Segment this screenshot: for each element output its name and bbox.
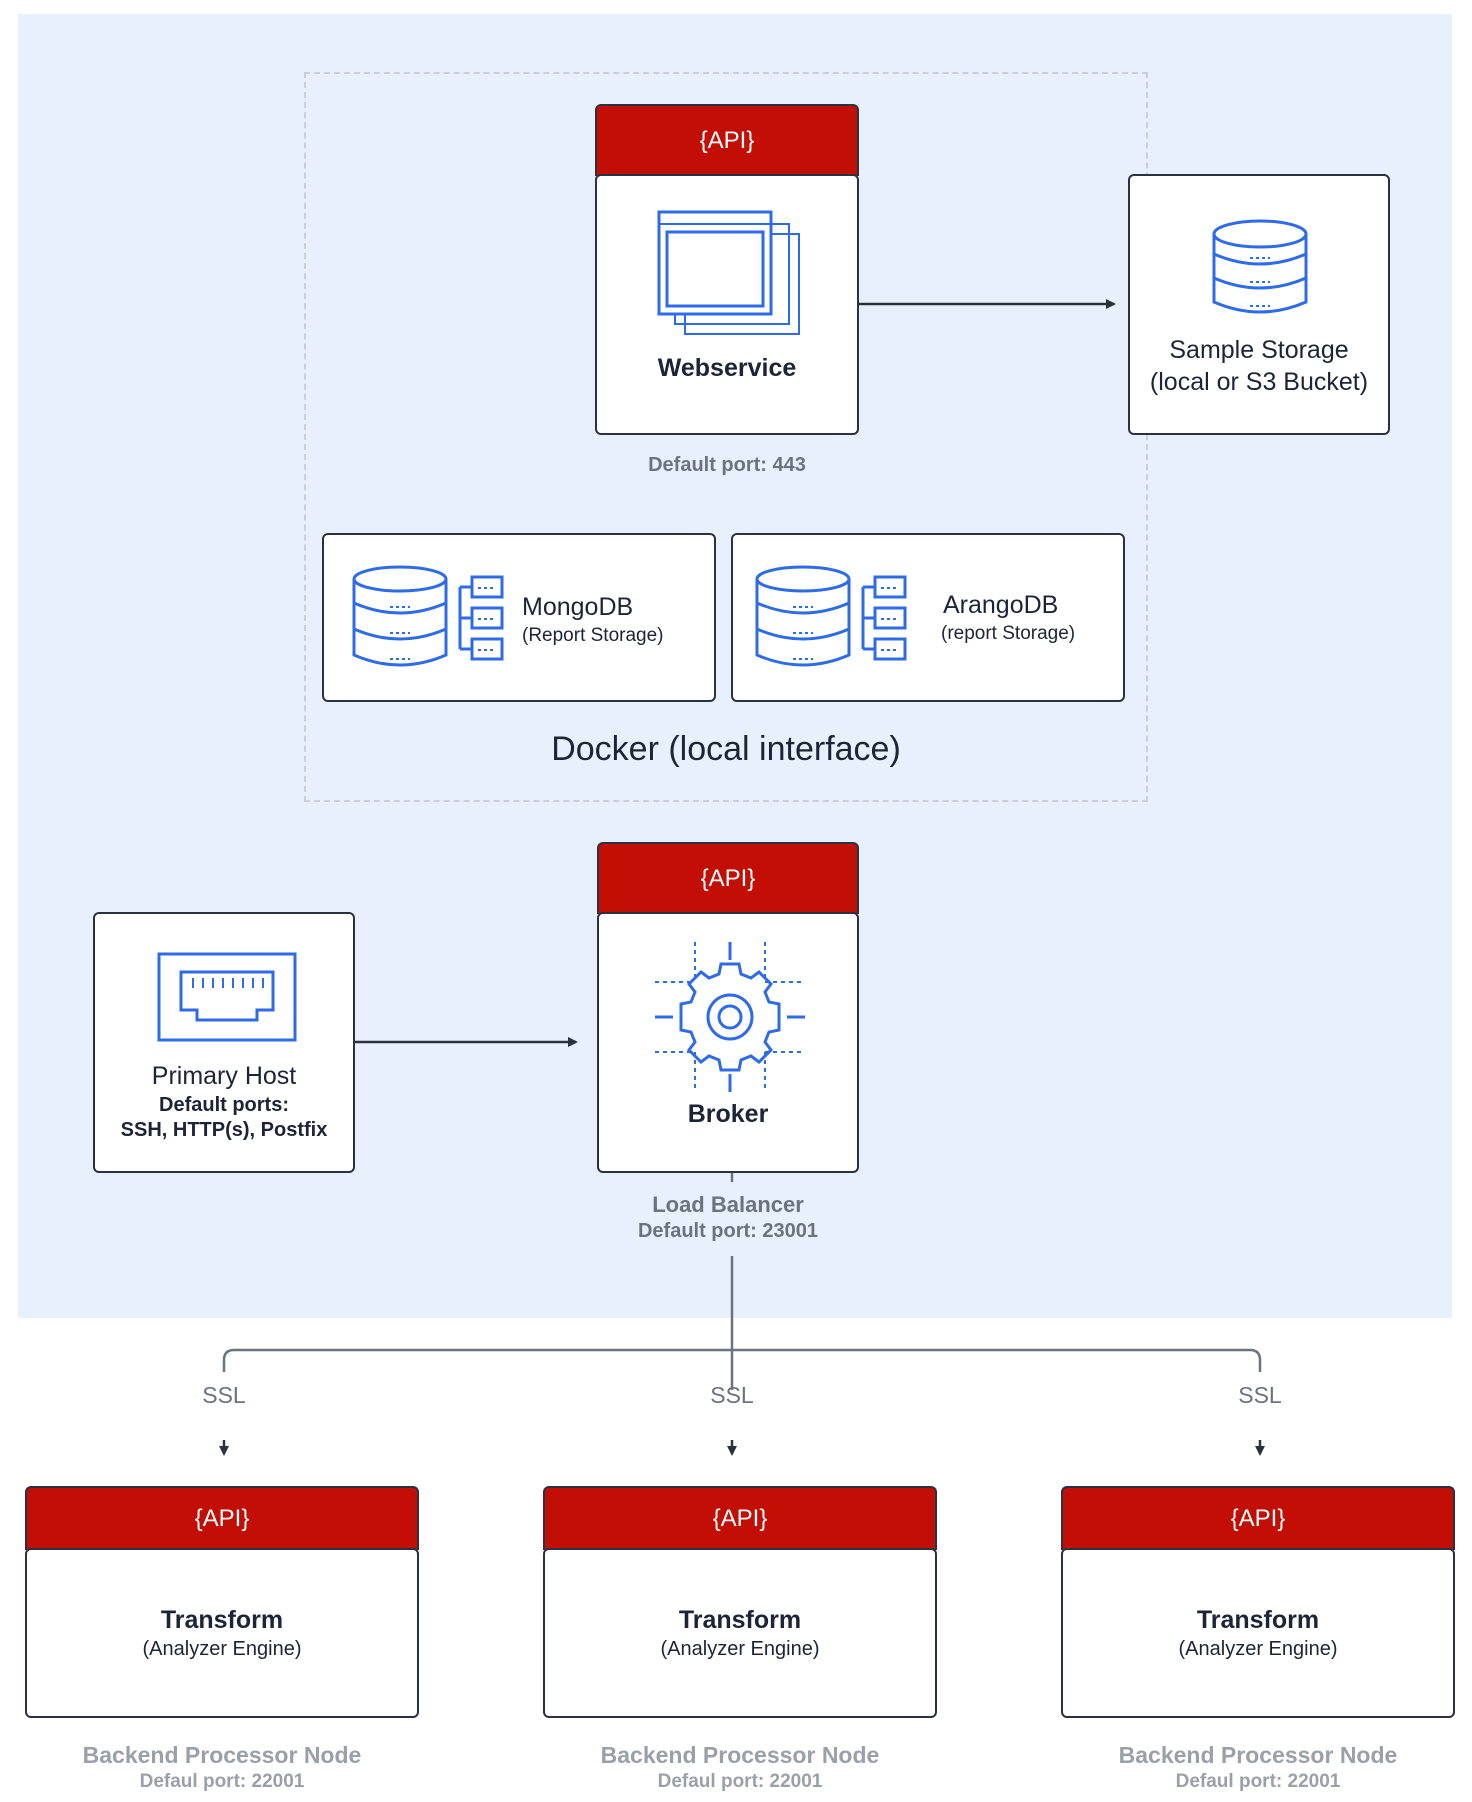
node-port: Defaul port: 22001 (139, 1771, 305, 1792)
ssl-label-right: SSL (1238, 1382, 1282, 1408)
ssl-label-left: SSL (202, 1382, 246, 1408)
ssl-bus (222, 1348, 1262, 1372)
node-subtitle: (Analyzer Engine) (660, 1638, 820, 1660)
node-api-tab: {API} (543, 1486, 937, 1550)
browser-window-icon (657, 210, 800, 335)
transform-node-card: Transform (Analyzer Engine) (543, 1548, 937, 1718)
node-api-tab: {API} (25, 1486, 419, 1550)
database-icon (1212, 219, 1308, 314)
node-port: Defaul port: 22001 (657, 1771, 823, 1792)
primary-host-card: Primary Host Default ports: SSH, HTTP(s)… (93, 912, 355, 1173)
broker-caption: Load Balancer (652, 1192, 804, 1217)
node-caption: Backend Processor Node (1118, 1742, 1398, 1768)
primary-host-ports-label: Default ports: (159, 1094, 289, 1116)
api-label: {API} (712, 1505, 768, 1532)
webservice-card: Webservice (595, 174, 859, 435)
webservice-api-tab: {API} (595, 104, 859, 176)
database-cluster-icon (352, 565, 504, 667)
mongodb-subtitle: (Report Storage) (522, 625, 664, 646)
api-label: {API} (194, 1505, 250, 1532)
api-label: {API} (700, 865, 756, 892)
primary-host-title: Primary Host (151, 1062, 297, 1090)
node-title: Transform (678, 1606, 802, 1634)
transform-node-card: Transform (Analyzer Engine) (25, 1548, 419, 1718)
arangodb-title: ArangoDB (943, 591, 1059, 619)
arangodb-card: ArangoDB (report Storage) (731, 533, 1125, 702)
docker-label: Docker (local interface) (551, 730, 901, 768)
api-label: {API} (699, 127, 755, 154)
node-port: Defaul port: 22001 (1175, 1771, 1341, 1792)
broker-api-tab: {API} (597, 842, 859, 914)
transform-node-card: Transform (Analyzer Engine) (1061, 1548, 1455, 1718)
node-title: Transform (1196, 1606, 1320, 1634)
node-api-tab: {API} (1061, 1486, 1455, 1550)
ethernet-port-icon (157, 952, 297, 1042)
mongodb-title: MongoDB (522, 593, 634, 621)
docker-zone (304, 72, 1148, 802)
api-label: {API} (1230, 1505, 1286, 1532)
broker-port: Default port: 23001 (637, 1220, 819, 1242)
sample-storage-subtitle: (local or S3 Bucket) (1149, 368, 1369, 396)
arangodb-subtitle: (report Storage) (941, 623, 1076, 644)
broker-title: Broker (687, 1100, 769, 1128)
gear-icon (655, 942, 805, 1092)
node-caption: Backend Processor Node (82, 1742, 362, 1768)
sample-storage-title: Sample Storage (1169, 336, 1349, 364)
broker-card: Broker (597, 912, 859, 1173)
node-subtitle: (Analyzer Engine) (1178, 1638, 1338, 1660)
sample-storage-card: Sample Storage (local or S3 Bucket) (1128, 174, 1390, 435)
node-subtitle: (Analyzer Engine) (142, 1638, 302, 1660)
database-cluster-icon (755, 565, 907, 667)
webservice-title: Webservice (657, 354, 797, 382)
mongodb-card: MongoDB (Report Storage) (322, 533, 716, 702)
node-caption: Backend Processor Node (600, 1742, 880, 1768)
primary-host-ports: SSH, HTTP(s), Postfix (120, 1119, 328, 1141)
node-title: Transform (160, 1606, 284, 1634)
ssl-label-center: SSL (710, 1382, 754, 1408)
webservice-port: Default port: 443 (648, 454, 806, 476)
